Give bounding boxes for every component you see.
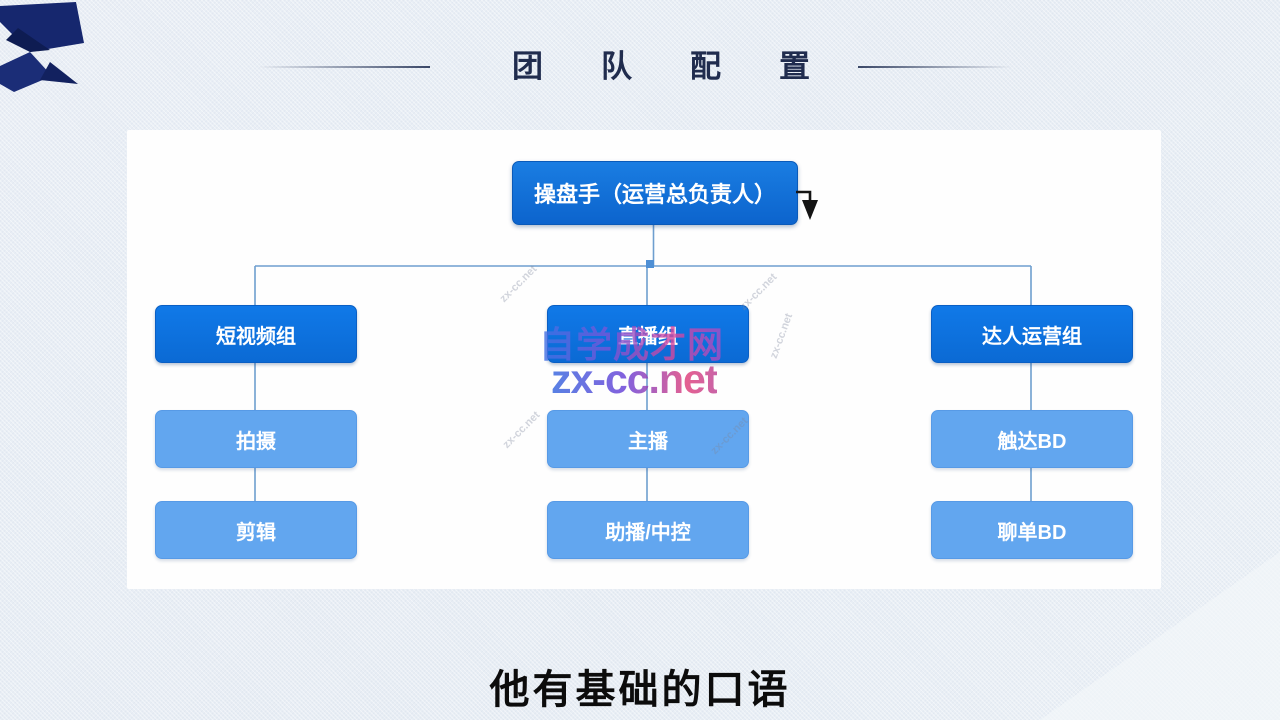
watermark-site-url: zx-cc.net	[551, 356, 718, 402]
page-title: 团队配置	[512, 49, 868, 84]
org-node-group-influencer-ops: 达人运营组	[931, 305, 1133, 363]
title-rule-left	[258, 66, 430, 68]
org-node-editing: 剪辑	[155, 501, 357, 559]
org-node-shooting: 拍摄	[155, 410, 357, 468]
watermark-site-name: 自学成才网	[539, 316, 724, 368]
org-node-assistant-control: 助播/中控	[547, 501, 749, 559]
corner-ribbon-icon	[0, 2, 84, 92]
title-rule-right	[858, 66, 1012, 68]
org-node-group-livestream: 直播组	[547, 305, 749, 363]
org-node-root: 操盘手（运营总负责人）	[512, 161, 798, 225]
subtitle-caption: 他有基础的口语	[489, 667, 791, 712]
org-node-outreach-bd: 触达BD	[931, 410, 1133, 468]
org-node-group-short-video: 短视频组	[155, 305, 357, 363]
org-node-anchor: 主播	[547, 410, 749, 468]
org-node-deal-bd: 聊单BD	[931, 501, 1133, 559]
